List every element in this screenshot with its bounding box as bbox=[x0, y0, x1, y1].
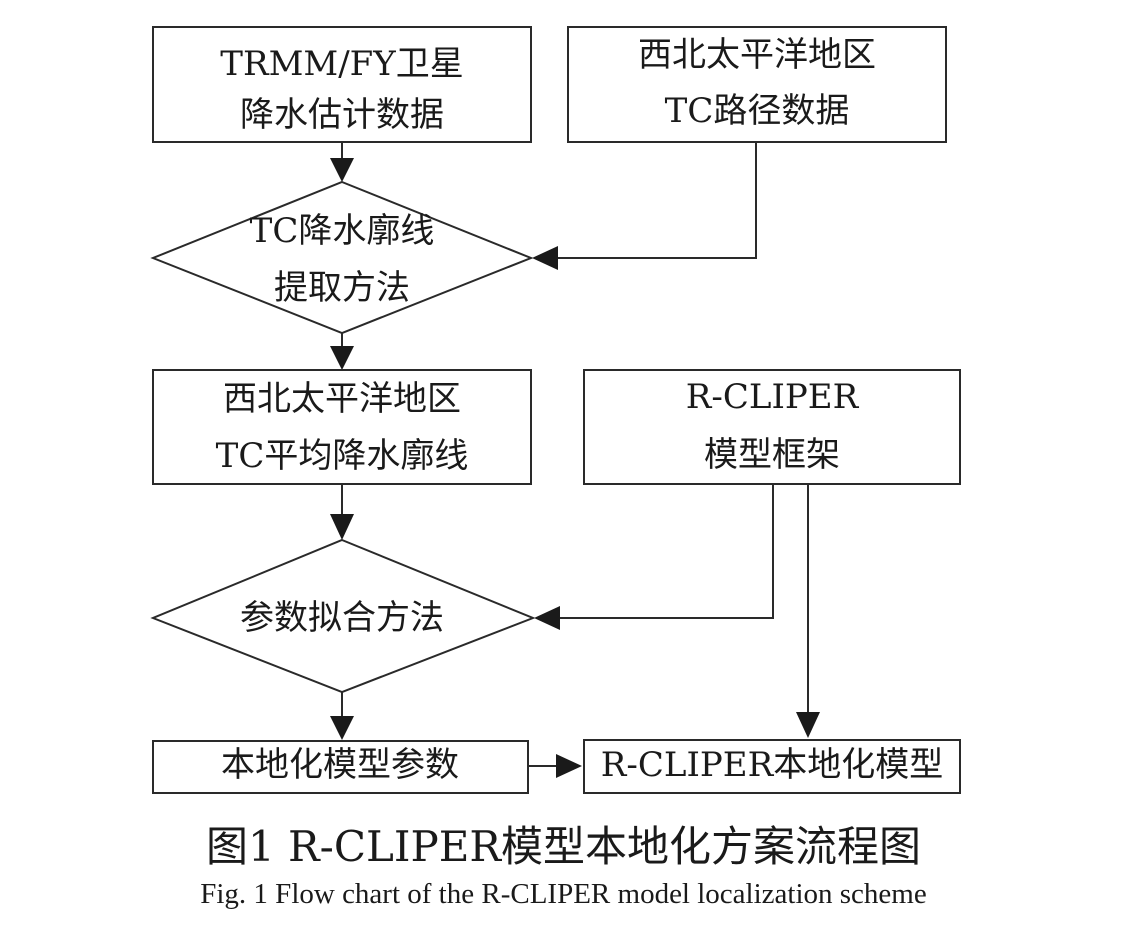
figure-caption-zh: 图1 R-CLIPER模型本地化方案流程图 bbox=[205, 822, 922, 871]
connectors bbox=[330, 142, 820, 778]
node-mean-profile-line1: 西北太平洋地区 bbox=[223, 379, 461, 419]
arrowhead-down bbox=[330, 514, 354, 540]
arrowhead-left bbox=[534, 606, 560, 630]
node-tc-track-data: 西北太平洋地区 TC路径数据 bbox=[567, 26, 947, 143]
node-satellite-data-line1: TRMM/FY卫星 bbox=[220, 44, 463, 84]
flowchart: TRMM/FY卫星 降水估计数据 西北太平洋地区 TC路径数据 TC降水廓线 提… bbox=[150, 26, 961, 794]
node-local-model-line1: R-CLIPER本地化模型 bbox=[601, 745, 943, 785]
node-profile-method: TC降水廓线 提取方法 bbox=[150, 180, 534, 335]
node-fitting-method: 参数拟合方法 bbox=[150, 538, 536, 694]
arrowhead-down bbox=[330, 158, 354, 182]
node-local-model: R-CLIPER本地化模型 bbox=[583, 739, 961, 794]
node-mean-profile-line2: TC平均降水廓线 bbox=[216, 436, 469, 476]
node-fitting-method-line1: 参数拟合方法 bbox=[240, 598, 444, 638]
node-profile-method-line1: TC降水廓线 bbox=[250, 211, 435, 251]
figure-caption-en: Fig. 1 Flow chart of the R-CLIPER model … bbox=[200, 878, 927, 910]
node-satellite-data-line2: 降水估计数据 bbox=[240, 95, 444, 135]
node-model-framework-line1: R-CLIPER bbox=[686, 377, 860, 417]
node-satellite-data: TRMM/FY卫星 降水估计数据 bbox=[152, 26, 532, 143]
edge-track-to-method bbox=[558, 142, 757, 259]
node-local-params-line1: 本地化模型参数 bbox=[221, 745, 459, 785]
arrowhead-right bbox=[556, 754, 582, 778]
edge-framework-to-fitting bbox=[560, 484, 774, 619]
node-model-framework: R-CLIPER 模型框架 bbox=[583, 369, 961, 485]
node-tc-track-data-line2: TC路径数据 bbox=[665, 91, 850, 131]
arrowhead-down bbox=[796, 712, 820, 738]
arrowhead-down bbox=[330, 716, 354, 740]
arrowhead-down bbox=[330, 346, 354, 370]
node-tc-track-data-line1: 西北太平洋地区 bbox=[638, 35, 876, 75]
node-mean-profile: 西北太平洋地区 TC平均降水廓线 bbox=[152, 369, 532, 485]
node-profile-method-line2: 提取方法 bbox=[274, 268, 410, 308]
node-local-params: 本地化模型参数 bbox=[152, 740, 529, 794]
arrowhead-left bbox=[532, 246, 558, 270]
node-model-framework-line2: 模型框架 bbox=[704, 435, 840, 475]
